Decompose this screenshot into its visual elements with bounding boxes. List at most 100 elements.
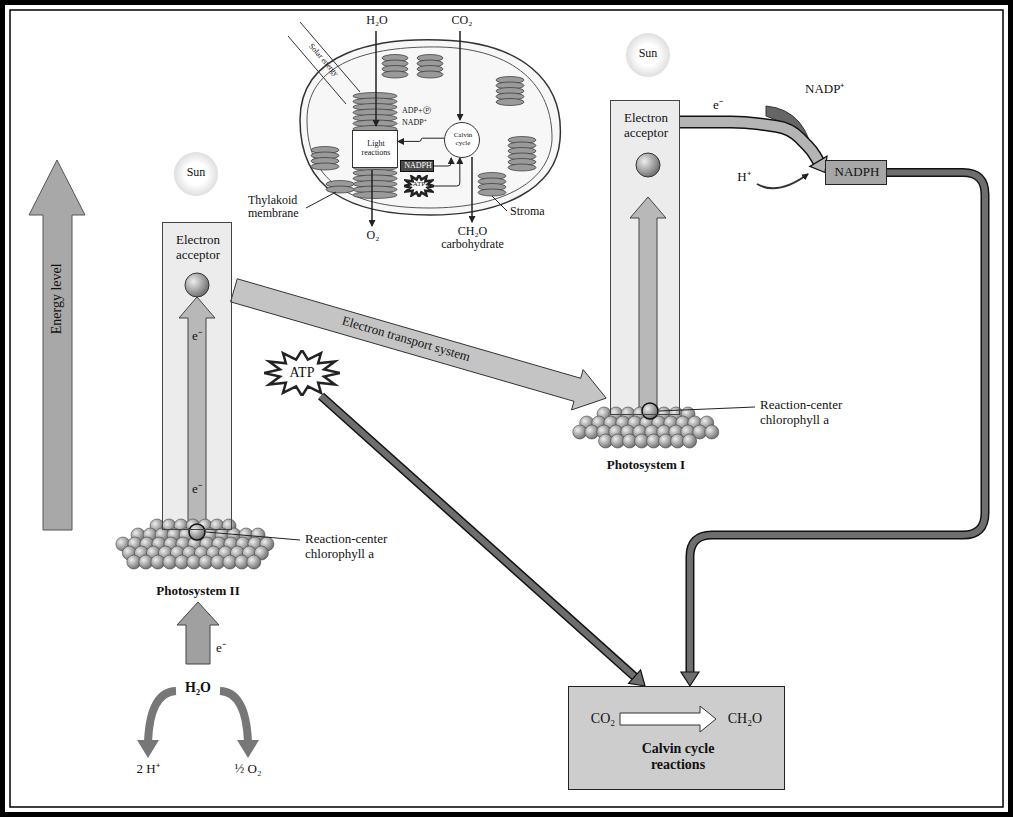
split-arrow-head	[237, 740, 259, 758]
leader-line	[206, 532, 300, 540]
sun-circle: Sun	[174, 152, 218, 196]
outer-border	[3, 3, 1011, 815]
label: ADP+Ⓟ	[402, 107, 444, 116]
thylakoid	[508, 164, 536, 171]
starburst-outline	[404, 175, 434, 197]
node-text: Sun	[174, 166, 218, 179]
label: H⁺	[733, 170, 755, 185]
transport-arrow	[231, 279, 607, 410]
thylakoid	[326, 186, 354, 193]
label: e⁻	[187, 329, 207, 344]
arrow-body	[690, 173, 985, 673]
reaction-center	[642, 403, 658, 419]
split-arrow-head	[137, 740, 159, 758]
atp-starburst: ATP	[404, 175, 434, 197]
calvin-cycle-box: CO₂ CH₂O Calvin cycle reactions	[568, 686, 785, 790]
chlorophyll	[705, 425, 719, 439]
arrow-outline	[690, 173, 985, 673]
connector	[680, 122, 827, 172]
starburst-outline	[264, 350, 340, 396]
node-text: NADPH	[826, 165, 888, 180]
electron-arrow	[177, 602, 219, 664]
label: Thylakoid membrane	[248, 194, 318, 221]
connector	[434, 158, 460, 186]
thin-arrow	[434, 158, 460, 186]
thylakoid	[417, 71, 443, 78]
label: H₂O	[362, 14, 392, 27]
chlorophyll	[683, 434, 697, 448]
column-fill	[162, 222, 232, 530]
output-arrow	[471, 157, 473, 222]
input-arrow	[459, 31, 461, 120]
arrow-head	[681, 672, 699, 686]
arrow-outline	[680, 122, 818, 161]
photosystem-column: Electron acceptorPhotosystem I	[610, 100, 680, 415]
light-reactions-box: Light reactions	[352, 130, 398, 168]
thylakoid	[496, 99, 524, 106]
thin-arrow	[398, 138, 444, 141]
node-text: Light reactions	[355, 140, 397, 158]
label: CH₂O carbohydrate	[435, 225, 510, 252]
proton-arrow	[757, 174, 808, 188]
connector	[231, 279, 607, 410]
label: 2 H⁺	[126, 762, 170, 777]
energy-arrow	[29, 160, 85, 530]
acceptor-ball	[636, 153, 660, 177]
label: O₂	[362, 229, 384, 242]
edge-label: e⁻	[706, 98, 730, 113]
inner-border	[10, 10, 1003, 807]
column-fill	[610, 100, 680, 415]
node-text: Electron acceptor	[163, 233, 233, 262]
output-arrow	[371, 170, 373, 226]
node-text: ATP	[264, 365, 340, 381]
node-text: Electron acceptor	[611, 111, 681, 140]
conversion-arrow	[620, 706, 716, 732]
label: e⁻	[216, 641, 238, 656]
label: Energy level	[49, 239, 65, 359]
label: Solar energy	[299, 34, 346, 87]
connector	[398, 138, 444, 141]
label: NADP⁺	[402, 119, 444, 128]
leader-line	[306, 192, 336, 208]
sun-circle: Sun	[626, 33, 670, 77]
nadph-box: NADPH	[825, 160, 887, 185]
thylakoid	[382, 71, 408, 78]
node-text: Calvin cycle reactions	[622, 741, 734, 772]
arrow-head	[629, 670, 645, 686]
label: ½ O₂	[226, 762, 270, 777]
arrow-body	[680, 122, 818, 161]
connector	[681, 173, 985, 687]
reaction-center	[189, 524, 205, 540]
atp-starburst: ATP	[264, 350, 340, 396]
grana-stacks	[311, 55, 536, 199]
split-arrow	[220, 691, 248, 742]
node-text: CO₂	[583, 711, 623, 727]
node-text: CH₂O	[719, 711, 771, 727]
label: e⁻	[187, 482, 207, 497]
label: Reaction-center chlorophyll a	[305, 532, 413, 561]
input-arrow	[375, 31, 377, 126]
chlorophyll	[247, 555, 261, 569]
node-text: Photosystem I	[571, 458, 721, 473]
node-text: Sun	[626, 47, 670, 60]
connector	[434, 158, 451, 166]
leader-line	[659, 407, 755, 411]
calvin-fill	[568, 686, 785, 790]
chloroplast-outer	[300, 40, 560, 215]
label: Stroma	[510, 205, 560, 218]
thylakoid	[311, 163, 339, 170]
label: H₂O	[176, 680, 220, 696]
nadph-box: NADPH	[400, 160, 434, 172]
label: CO₂	[447, 14, 477, 27]
electron-arrow	[630, 197, 666, 415]
node-text: NADPH	[401, 162, 435, 171]
label: NADP⁺	[805, 82, 855, 97]
label: Reaction-center chlorophyll a	[760, 398, 868, 427]
acceptor-ball	[185, 273, 209, 297]
node-text: Calvin cycle	[447, 132, 479, 148]
chloroplast-inner	[307, 47, 552, 208]
node-text: Photosystem II	[123, 584, 273, 599]
